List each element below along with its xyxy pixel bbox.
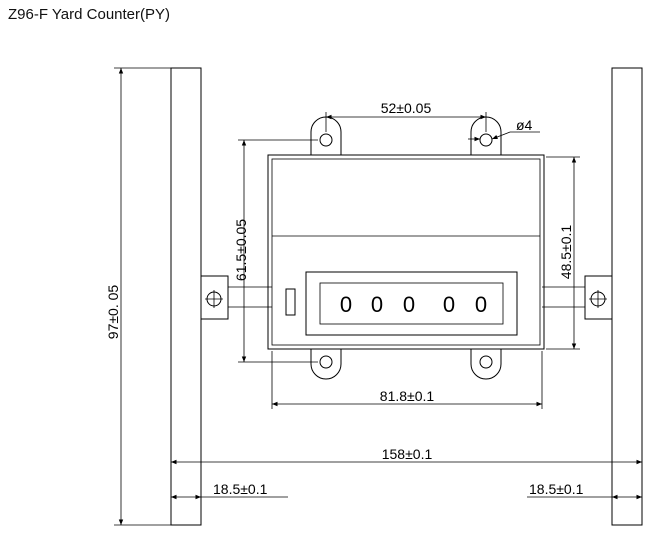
left-shaft-block	[200, 275, 229, 320]
counter-digits: 0 0 0 0 0	[340, 292, 487, 317]
dimension-left-bracket-width: 18.5±0.1	[171, 481, 288, 500]
body-height-label: 48.5±0.1	[558, 225, 574, 280]
left-bracket	[170, 67, 202, 526]
dimension-body-height: 48.5±0.1	[546, 156, 580, 350]
right-shaft-block	[584, 275, 613, 320]
right-bracket	[611, 67, 643, 526]
counter-digit: 0	[475, 292, 487, 317]
dimension-hole-diameter: ø4	[468, 117, 540, 142]
dimension-overall-width: 158±0.1	[171, 446, 642, 465]
shaft-lines	[228, 286, 585, 308]
counter-digit: 0	[371, 292, 383, 317]
dimension-hole-spacing: 52±0.05	[325, 100, 487, 132]
left-bracket-width-label: 18.5±0.1	[213, 481, 268, 497]
page-title: Z96-F Yard Counter(PY)	[8, 6, 171, 23]
mounting-ear-bottom-right	[470, 349, 502, 380]
dimension-mount-height: 61.5±0.05	[233, 139, 318, 363]
dimension-body-width: 81.8±0.1	[271, 351, 543, 409]
counter-digit: 0	[403, 292, 415, 317]
mounting-ear-bottom-left	[310, 349, 342, 380]
body-width-label: 81.8±0.1	[380, 388, 435, 404]
dimension-right-bracket-width: 18.5±0.1	[527, 481, 642, 500]
right-bracket-width-label: 18.5±0.1	[529, 481, 584, 497]
overall-height-label: 97±0. 05	[105, 285, 121, 340]
overall-width-label: 158±0.1	[382, 446, 433, 462]
hole-spacing-label: 52±0.05	[381, 100, 432, 116]
hole-diameter-label: ø4	[516, 117, 533, 133]
mount-height-label: 61.5±0.05	[233, 219, 249, 281]
counter-digit: 0	[443, 292, 455, 317]
counter-body	[267, 154, 545, 350]
dimension-overall-height: 97±0. 05	[105, 67, 171, 526]
digit-window	[305, 271, 518, 336]
counter-digit: 0	[340, 292, 352, 317]
